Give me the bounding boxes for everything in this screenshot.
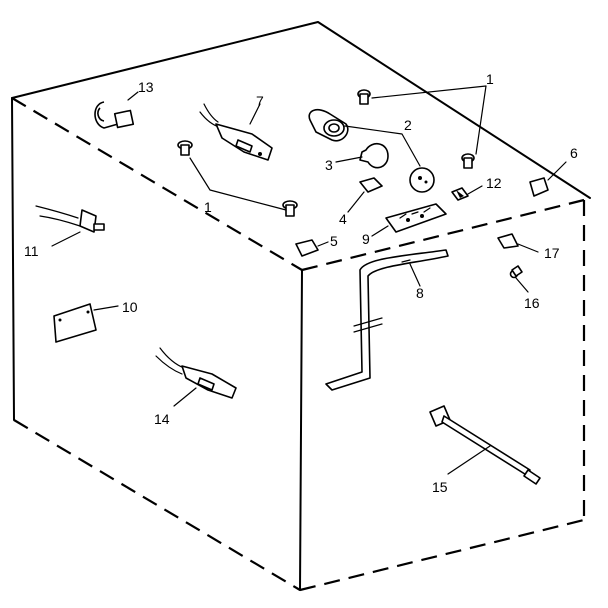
part-6-block <box>529 177 549 197</box>
callout-1-left: 1 <box>204 199 212 215</box>
callout-11: 11 <box>24 243 39 259</box>
left-back-vertical-edge <box>11 97 15 421</box>
leader-15 <box>447 445 491 475</box>
top-front-left-edge-dashed <box>11 97 303 271</box>
part-13-clip <box>94 91 139 129</box>
leader-2 <box>344 125 421 167</box>
leader-12 <box>467 185 483 195</box>
callout-5: 5 <box>330 233 338 249</box>
leader-6 <box>547 161 567 181</box>
callout-14: 14 <box>154 411 170 427</box>
part-9-terminal-block <box>385 203 447 233</box>
leader-5 <box>317 241 329 247</box>
leader-17 <box>517 243 539 253</box>
part-4-clip <box>359 177 383 193</box>
part-3-bulb <box>359 143 389 169</box>
callout-3: 3 <box>325 157 333 173</box>
top-back-edge <box>11 21 591 199</box>
callout-10: 10 <box>122 299 138 315</box>
leader-14 <box>173 387 197 407</box>
cabinet-outline <box>11 21 591 592</box>
callout-13: 13 <box>138 79 154 95</box>
leader-16 <box>515 277 529 293</box>
part-10-plate <box>53 303 97 343</box>
leader-11 <box>51 231 81 247</box>
part-17-clip <box>497 233 519 249</box>
callout-8: 8 <box>416 285 424 301</box>
part-11-sensor <box>35 205 105 233</box>
part-7-igniter <box>199 103 273 161</box>
callout-6: 6 <box>570 145 578 161</box>
part-16-fitting <box>509 265 523 279</box>
leader-1-right <box>371 85 487 155</box>
callout-17: 17 <box>544 245 560 261</box>
leader-9 <box>371 225 389 237</box>
leader-8 <box>409 263 421 287</box>
callout-7: 7 <box>256 93 264 109</box>
front-vertical-edge <box>299 269 303 591</box>
part-2-lamp-lens <box>409 167 435 193</box>
leader-10 <box>93 305 119 311</box>
part-1-screw-right <box>461 153 475 169</box>
bottom-right-edge-dashed <box>299 518 585 592</box>
callout-15: 15 <box>432 479 448 495</box>
part-5-bracket <box>295 239 319 257</box>
leader-3 <box>335 156 363 163</box>
part-8-tube <box>325 249 449 391</box>
part-2-lamp-socket <box>308 108 349 142</box>
callout-4: 4 <box>339 211 347 227</box>
leader-1-left <box>189 157 287 211</box>
part-14-igniter <box>155 347 237 399</box>
callout-2: 2 <box>404 117 412 133</box>
callout-16: 16 <box>524 295 540 311</box>
part-1-screw-lower <box>282 200 298 217</box>
part-1-screw-top-left <box>177 140 193 156</box>
leader-4 <box>347 191 365 213</box>
callout-1: 1 <box>486 71 494 87</box>
callout-12: 12 <box>486 175 502 191</box>
bottom-left-edge-dashed <box>13 419 301 591</box>
part-12-switch <box>451 187 469 201</box>
part-15-rod <box>429 405 541 485</box>
part-1-screw-top-right <box>357 89 371 105</box>
callout-9: 9 <box>362 231 370 247</box>
